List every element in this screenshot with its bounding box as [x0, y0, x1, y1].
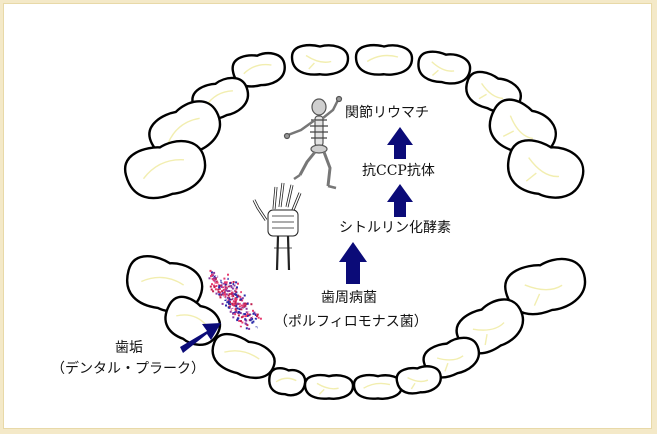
flow-arrows	[180, 127, 413, 353]
dental-arch-diagram	[123, 44, 587, 400]
arrow-plaque-to-bacteria	[180, 323, 221, 353]
tooth	[303, 374, 355, 400]
tooth	[231, 52, 286, 88]
tooth	[352, 374, 404, 400]
label-periodontal-bacteria: 歯周病菌	[321, 290, 377, 306]
tooth	[268, 367, 307, 397]
arrow-enzyme-to-ccp	[387, 184, 413, 217]
tooth	[211, 332, 276, 380]
tooth	[395, 365, 442, 395]
tooth	[290, 44, 350, 76]
label-dental-plaque: （デンタル・プラーク）	[51, 361, 205, 377]
hand-bones-icon	[252, 182, 302, 271]
label-plaque: 歯垢	[115, 340, 143, 356]
arrow-ccp-to-ra	[387, 127, 413, 159]
tooth	[422, 336, 481, 379]
lower-dental-arch	[126, 254, 587, 400]
tooth	[354, 44, 414, 76]
dancing-skeleton-icon	[283, 95, 343, 190]
diagram-frame: 関節リウマチ 抗CCP抗体 シトルリン化酵素 歯周病菌 （ポルフィロモナス菌） …	[3, 3, 652, 429]
tooth	[507, 139, 585, 199]
arrow-bacteria-to-enzyme	[339, 242, 367, 284]
tooth	[123, 139, 207, 200]
upper-dental-arch	[123, 44, 585, 200]
label-rheumatoid-arthritis: 関節リウマチ	[345, 105, 429, 121]
tooth	[504, 257, 587, 316]
label-citrulline-enzyme: シトルリン化酵素	[339, 220, 451, 236]
tooth	[417, 50, 472, 85]
plaque-bacteria-icon	[206, 269, 262, 330]
label-anti-ccp-antibody: 抗CCP抗体	[362, 163, 435, 179]
label-porphyromonas: （ポルフィロモナス菌）	[274, 314, 428, 330]
